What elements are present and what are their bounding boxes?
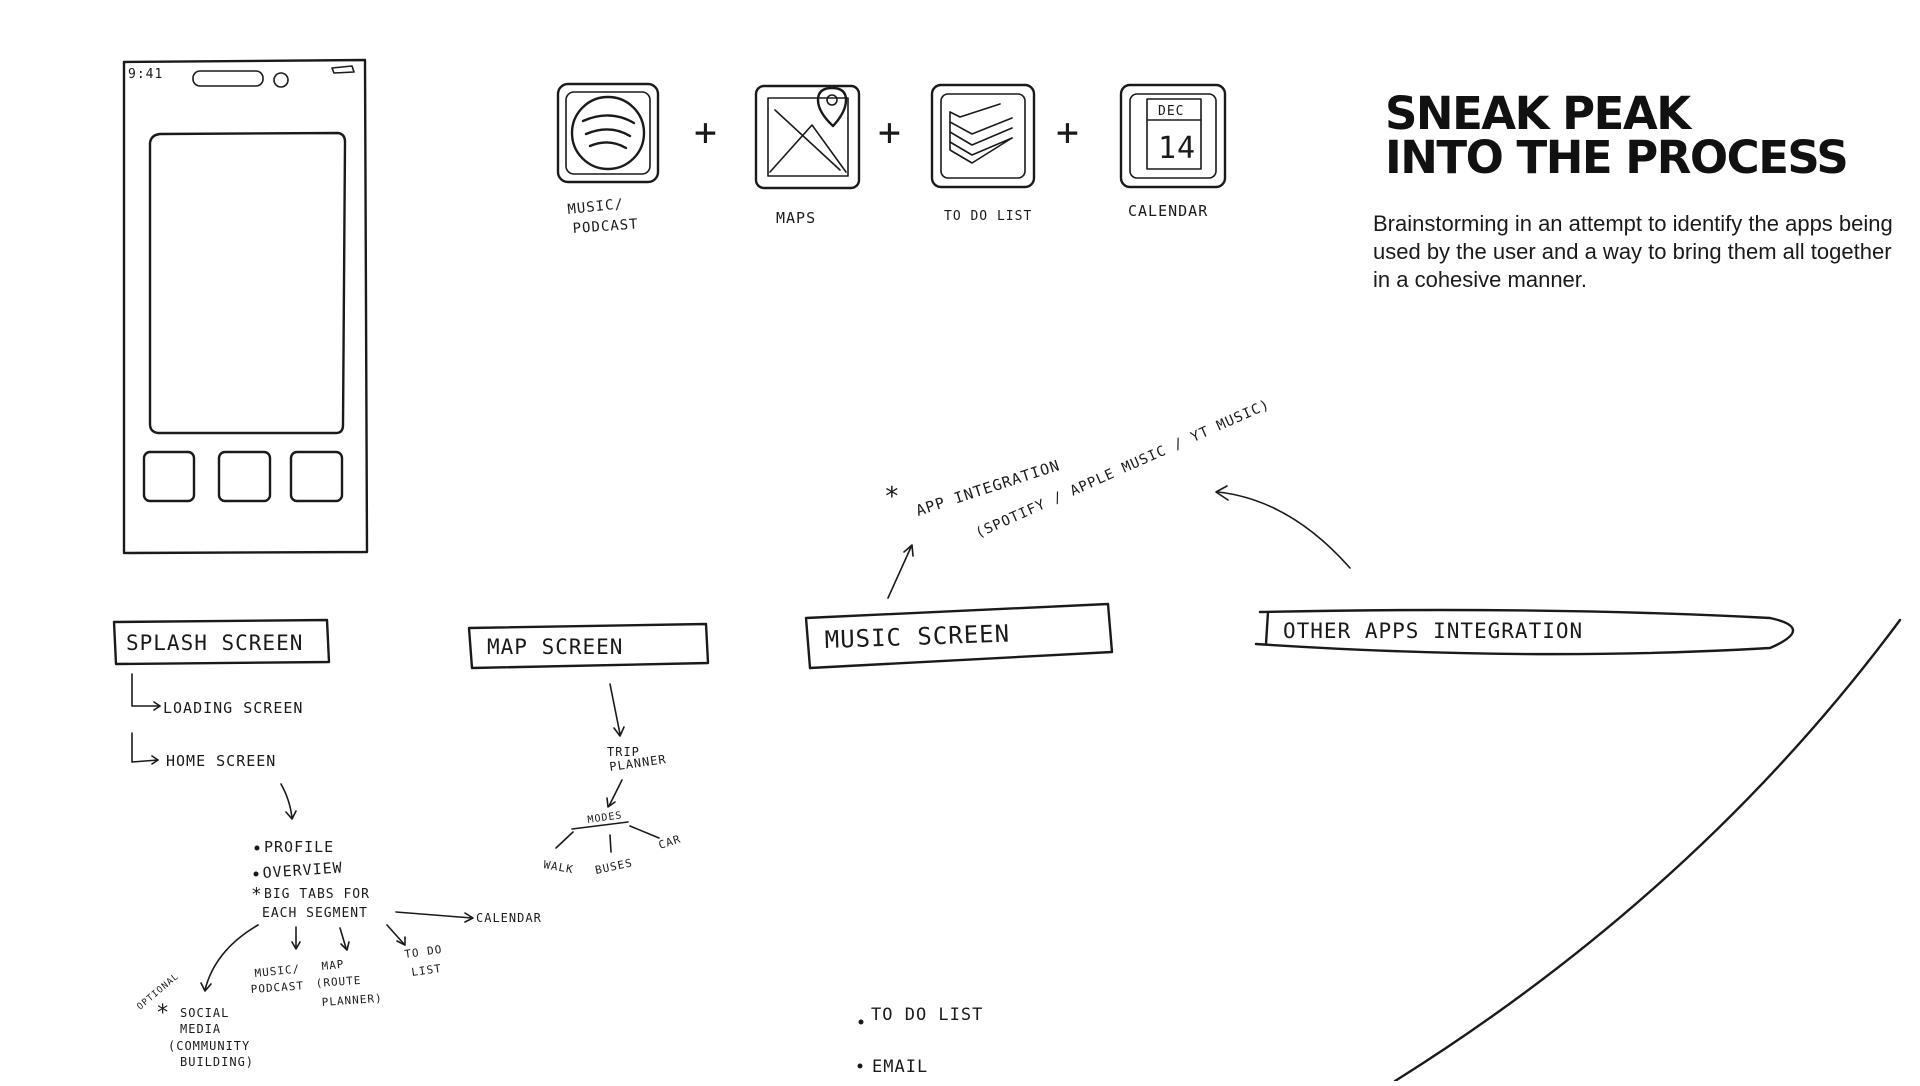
buses-label: BUSES — [594, 856, 634, 877]
tab-map: MAP — [321, 958, 345, 973]
other-item-email: EMAIL — [872, 1057, 928, 1077]
social-line2: MEDIA — [180, 1022, 221, 1036]
calendar-branch-label: CALENDAR — [476, 911, 542, 925]
todo-list-icon — [949, 103, 1013, 164]
car-label: CAR — [657, 832, 683, 851]
other-apps-oval: OTHER APPS INTEGRATION — [1254, 608, 1794, 656]
icon-label-maps: MAPS — [776, 209, 816, 227]
bullet-big-tabs: BIG TABS FOR — [264, 887, 370, 902]
app-icon-spotify: MUSIC/ PODCAST — [556, 82, 660, 237]
tab-podcast: PODCAST — [250, 979, 304, 996]
tab-list: LIST — [411, 962, 443, 979]
svg-text:*: * — [884, 482, 901, 512]
tab-todo: TO DO — [404, 943, 444, 961]
music-screen-box: MUSIC SCREEN — [804, 602, 1114, 670]
calendar-month: DEC — [1158, 104, 1184, 119]
plus-sign-1: + — [694, 110, 718, 154]
icon-label-todo: TO DO LIST — [944, 209, 1032, 224]
spotify-icon — [570, 95, 646, 171]
svg-text:*: * — [156, 1001, 170, 1026]
page-heading: SNEAK PEAK INTO THE PROCESS — [1385, 87, 1905, 184]
splash-screen-box: SPLASH SCREEN — [112, 618, 331, 666]
splash-screen-label: SPLASH SCREEN — [126, 631, 303, 655]
bullet-profile: PROFILE — [264, 838, 334, 856]
home-bullets: PROFILE OVERVIEW * BIG TABS FOR EACH SEG… — [251, 838, 370, 921]
maps-icon — [769, 86, 848, 173]
social-line4: BUILDING) — [180, 1055, 254, 1069]
svg-text:*: * — [251, 884, 263, 905]
sketch-curve — [1393, 618, 1902, 1083]
walk-label: WALK — [542, 858, 574, 876]
other-apps-label: OTHER APPS INTEGRATION — [1283, 619, 1583, 643]
icon-label-music: MUSIC/ — [567, 196, 625, 218]
phone-tab-2 — [217, 450, 272, 503]
plus-sign-3: + — [1056, 110, 1080, 154]
modes-label: MODES — [587, 810, 623, 826]
app-icon-todo: TO DO LIST — [930, 83, 1036, 224]
loading-screen-label: LOADING SCREEN — [163, 699, 303, 717]
other-item-todo: TO DO LIST — [871, 1005, 983, 1025]
music-screen-label: MUSIC SCREEN — [824, 620, 1010, 654]
icon-label-calendar: CALENDAR — [1128, 202, 1208, 220]
heading-line-1: SNEAK PEAK — [1385, 87, 1691, 140]
phone-time: 9:41 — [128, 67, 163, 82]
calendar-day: 14 — [1158, 131, 1196, 166]
icon-label-podcast: PODCAST — [572, 216, 639, 237]
map-screen-label: MAP SCREEN — [487, 635, 623, 659]
plus-sign-2: + — [878, 110, 902, 154]
trip-label: TRIP — [607, 745, 640, 759]
bullet-overview: OVERVIEW — [262, 858, 343, 882]
bullet-each-segment: EACH SEGMENT — [262, 906, 368, 921]
phone-tab-3 — [289, 450, 344, 503]
heading-line-2: INTO THE PROCESS — [1385, 131, 1849, 184]
home-screen-label: HOME SCREEN — [166, 752, 276, 770]
tab-music: MUSIC/ — [254, 962, 301, 980]
social-line3: (COMMUNITY — [168, 1039, 250, 1053]
phone-tab-1 — [142, 450, 196, 503]
calendar-icon: DEC 14 — [1146, 98, 1202, 170]
phone-wireframe: 9:41 — [122, 58, 369, 555]
page-description: Brainstorming in an attempt to identify … — [1373, 211, 1893, 292]
tab-planner: PLANNER) — [321, 992, 383, 1009]
social-line1: SOCIAL — [180, 1006, 229, 1020]
map-screen-box: MAP SCREEN — [467, 622, 710, 670]
app-icon-maps: MAPS — [754, 84, 861, 227]
tab-route: (ROUTE — [315, 974, 362, 990]
app-icon-calendar: DEC 14 CALENDAR — [1119, 83, 1227, 220]
